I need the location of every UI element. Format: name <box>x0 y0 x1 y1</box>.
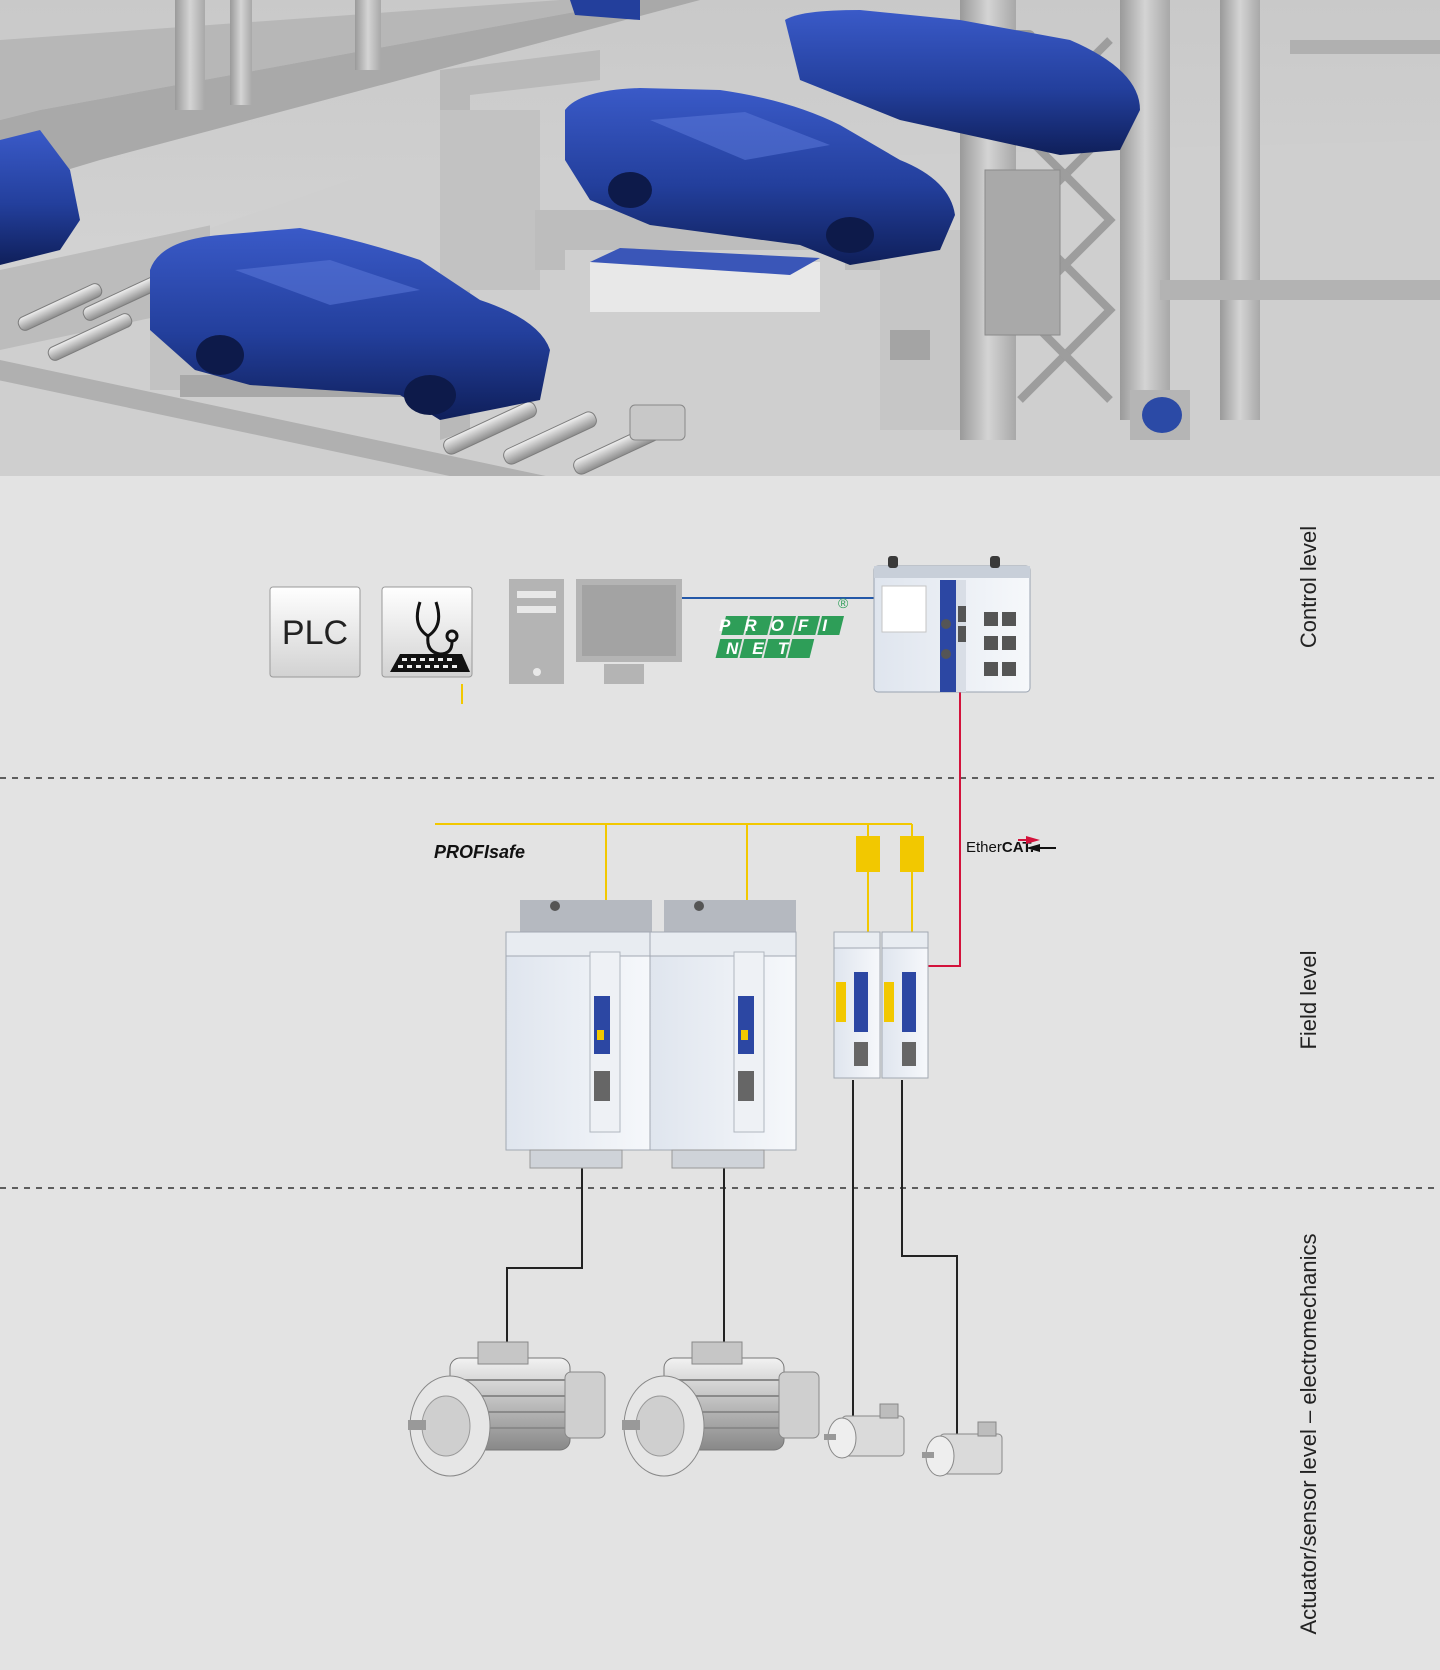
ethercat-prefix: Ether <box>966 839 1002 856</box>
asynchronous-motor-2[interactable] <box>622 1341 820 1477</box>
diagnostics-icon[interactable] <box>381 586 473 678</box>
servo-inverter-1[interactable] <box>833 931 881 1079</box>
car-body-upper <box>570 0 1140 155</box>
profisafe-lines <box>435 684 913 932</box>
motor-cables <box>506 1080 958 1436</box>
controller-device[interactable] <box>873 556 1031 693</box>
servo-motor-2[interactable] <box>922 1421 1003 1477</box>
control-level-label: Control level <box>1296 525 1321 649</box>
field-level-label: Field level <box>1296 950 1321 1050</box>
hero-illustration <box>0 0 1440 476</box>
profinet-logo: PROFI NET ® <box>715 595 849 658</box>
diagram-canvas: PLC <box>0 556 1440 1477</box>
profinet-bottom-text: NET <box>726 639 802 658</box>
servo-inverter-2[interactable] <box>881 931 929 1079</box>
production-line-illustration <box>0 0 1440 476</box>
plc-icon[interactable]: PLC <box>269 586 361 678</box>
profinet-top-text: PROFI <box>719 616 841 635</box>
profinet-registered-mark: ® <box>838 595 849 611</box>
ethercat-logo: EtherCAT. <box>966 836 1056 856</box>
network-topology-diagram: PLC <box>0 476 1440 1670</box>
car-body-lift <box>565 88 955 265</box>
engineering-pc-icon[interactable] <box>509 579 682 684</box>
profisafe-label: PROFIsafe <box>434 842 525 862</box>
inverter-1[interactable] <box>505 900 653 1169</box>
safety-module-2 <box>900 836 924 872</box>
actuator-level-label: Actuator/sensor level – electromechanics <box>1296 1233 1321 1635</box>
asynchronous-motor-1[interactable] <box>408 1341 606 1477</box>
safety-module-1 <box>856 836 880 872</box>
ethercat-line <box>908 690 961 967</box>
inverter-2[interactable] <box>649 900 797 1169</box>
car-body-front <box>150 228 550 420</box>
servo-motor-1[interactable] <box>824 1403 905 1459</box>
svg-text:EtherCAT.: EtherCAT. <box>966 839 1034 856</box>
plc-label: PLC <box>282 614 348 652</box>
car-body-left <box>0 130 80 265</box>
